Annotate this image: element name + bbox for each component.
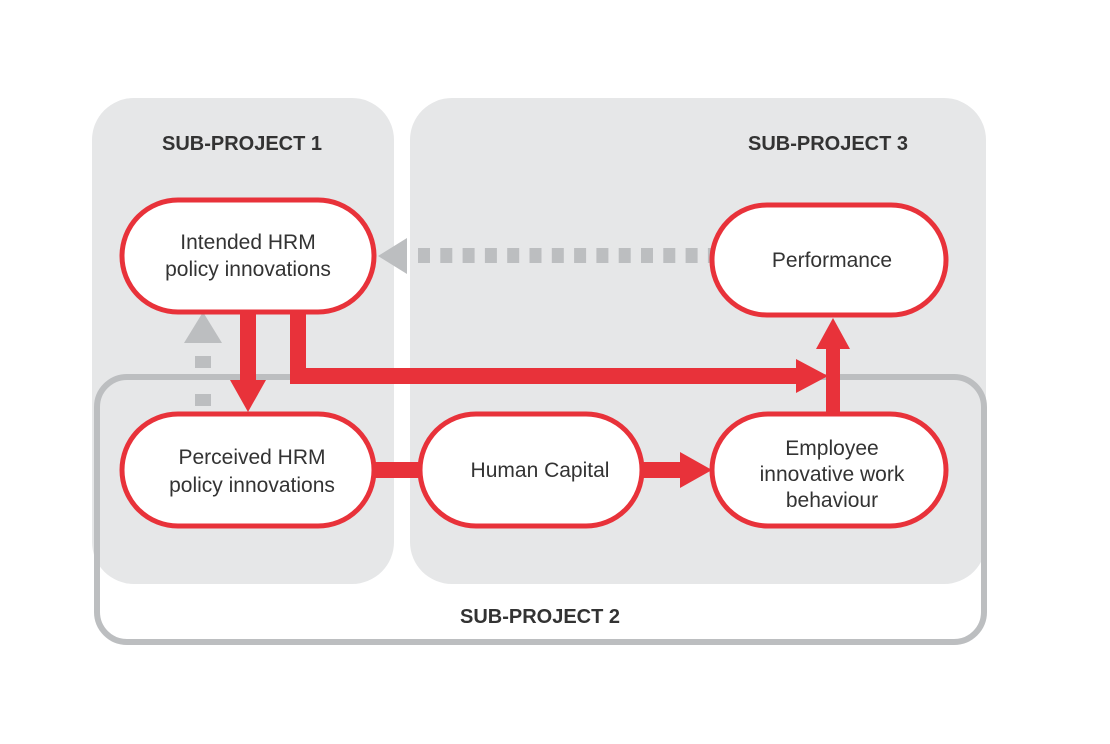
feedback-dash <box>462 248 475 263</box>
arrow-shaft <box>826 344 840 416</box>
feedback-dash <box>574 248 587 263</box>
feedback-dash <box>618 248 631 263</box>
feedback-arrow-perceived-to-intended <box>184 312 222 406</box>
node-shape <box>417 411 645 529</box>
node-human-capital: Human Capital <box>417 411 645 529</box>
node-shape <box>119 197 377 315</box>
arrow-shaft <box>640 462 686 478</box>
node-label-line: Performance <box>772 249 892 272</box>
node-label-line: behaviour <box>786 489 878 512</box>
node-shape <box>709 411 949 529</box>
feedback-arrow-performance-to-intended <box>378 238 720 274</box>
sub-project-2-title: SUB-PROJECT 2 <box>460 606 620 628</box>
node-shape <box>119 411 377 529</box>
node-shape <box>709 202 949 318</box>
arrowhead-down <box>230 380 266 412</box>
arrow-shaft <box>240 310 256 382</box>
feedback-arrowhead-left <box>378 238 407 274</box>
node-performance: Performance <box>709 202 949 318</box>
feedback-dash <box>663 248 676 263</box>
arrow-intended-to-employee <box>290 310 828 393</box>
arrowhead-right <box>796 359 828 393</box>
node-label-line: policy innovations <box>165 258 331 281</box>
feedback-dash <box>641 248 653 263</box>
feedback-dash <box>440 248 453 263</box>
node-label-line: policy innovations <box>169 474 335 497</box>
feedback-arrowhead-up <box>184 312 222 343</box>
sub-project-3-title: SUB-PROJECT 3 <box>748 133 908 155</box>
node-perceived-hrm: Perceived HRM policy innovations <box>119 411 377 529</box>
connector-perceived-to-human-capital <box>372 462 424 478</box>
node-label-line: Employee <box>785 437 878 460</box>
node-label-line: Human Capital <box>471 459 610 482</box>
node-employee-iwb: Employee innovative work behaviour <box>709 411 949 529</box>
node-label-line: innovative work <box>760 463 905 486</box>
arrow-employee-to-performance <box>816 318 850 416</box>
node-label-line: Intended HRM <box>180 231 315 254</box>
arrowhead-right <box>680 452 712 488</box>
feedback-dash <box>195 394 211 406</box>
feedback-dash <box>529 248 542 263</box>
feedback-dash <box>418 248 430 263</box>
feedback-dash <box>596 248 609 263</box>
node-intended-hrm: Intended HRM policy innovations <box>119 197 377 315</box>
arrow-human-capital-to-employee <box>640 452 712 488</box>
feedback-dash <box>484 248 497 263</box>
feedback-dash <box>551 248 564 263</box>
feedback-dash <box>507 248 520 263</box>
arrow-intended-to-perceived <box>230 310 266 412</box>
arrow-shaft <box>290 310 800 384</box>
feedback-dash <box>195 356 211 368</box>
feedback-dash <box>685 248 698 263</box>
arrowhead-up <box>816 318 850 349</box>
node-label-line: Perceived HRM <box>178 446 325 469</box>
sub-project-1-title: SUB-PROJECT 1 <box>162 133 322 155</box>
